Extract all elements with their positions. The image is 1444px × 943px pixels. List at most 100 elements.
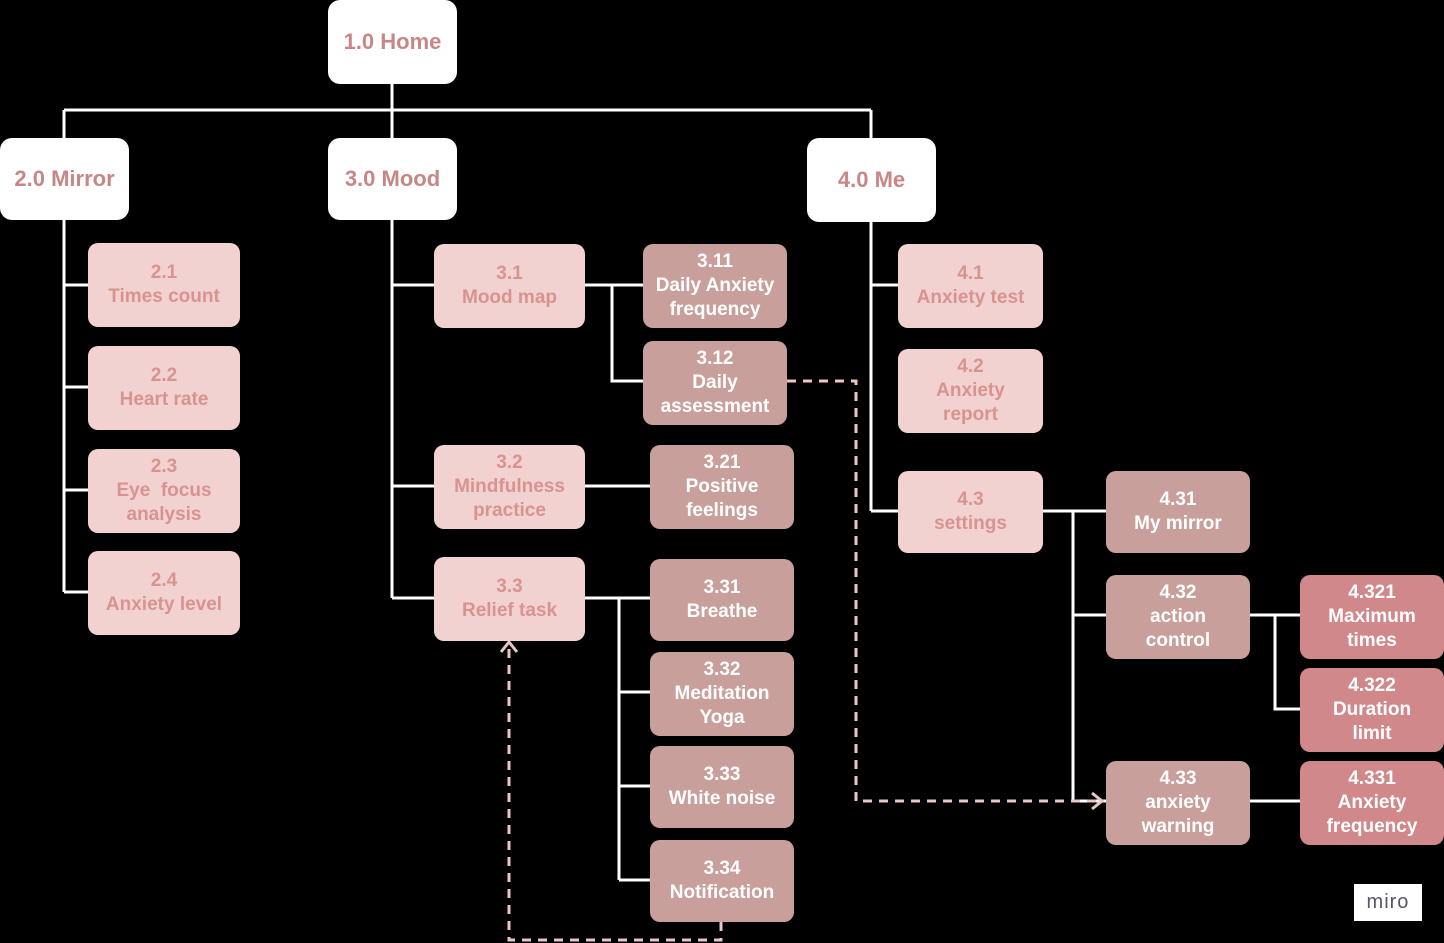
node-mood-map[interactable]: 3.1 Mood map	[434, 244, 585, 328]
node-label: settings	[934, 513, 1007, 534]
connector-settings-children	[1043, 509, 1106, 803]
node-label-line1: Maximum	[1328, 606, 1416, 627]
node-label-line1: action	[1150, 606, 1206, 627]
node-home[interactable]: 1.0 Home	[328, 0, 457, 84]
node-label-line2: assessment	[660, 396, 770, 417]
connector-actioncontrol-children	[1250, 613, 1300, 711]
node-duration-limit[interactable]: 4.322 Duration limit	[1300, 668, 1444, 752]
node-label: Mood	[381, 166, 441, 191]
node-label: Anxiety level	[105, 594, 223, 615]
node-label-line1: Mindfulness	[454, 476, 565, 497]
node-positive-feelings[interactable]: 3.21 Positive feelings	[650, 445, 794, 529]
node-my-mirror[interactable]: 4.31 My mirror	[1106, 471, 1250, 553]
node-white-noise[interactable]: 3.33 White noise	[650, 746, 794, 828]
node-mood[interactable]: 3.0 Mood	[328, 138, 457, 220]
node-anxiety-report[interactable]: 4.2 Anxiety report	[898, 349, 1043, 433]
node-heart-rate[interactable]: 2.2 Heart rate	[88, 346, 240, 430]
node-anxiety-test[interactable]: 4.1 Anxiety test	[898, 244, 1043, 328]
node-label: Relief task	[461, 600, 558, 621]
node-times-count[interactable]: 2.1 Times count	[88, 243, 240, 327]
connector-mood-children	[390, 220, 434, 600]
node-label-line2: times	[1347, 630, 1397, 651]
node-mindfulness-practice[interactable]: 3.2 Mindfulness practice	[434, 445, 585, 529]
node-id: 1.0	[343, 29, 375, 54]
connector-moodmap-children	[585, 283, 643, 383]
node-action-control[interactable]: 4.32 action control	[1106, 575, 1250, 659]
node-label-line1: Anxiety	[936, 380, 1005, 401]
node-label: My mirror	[1134, 513, 1222, 534]
node-label-line1: Daily Anxiety	[655, 275, 775, 296]
node-id: 3.1	[496, 263, 523, 284]
node-label-line1: anxiety	[1145, 792, 1211, 813]
node-anxiety-frequency[interactable]: 4.331 Anxiety frequency	[1300, 761, 1444, 845]
node-id: 4.331	[1348, 768, 1396, 789]
node-id: 4.0	[837, 167, 869, 192]
node-id: 2.0	[14, 166, 45, 191]
node-meditation-yoga[interactable]: 3.32 Meditation Yoga	[650, 652, 794, 736]
node-id: 2.1	[150, 262, 178, 283]
node-label-line2: limit	[1352, 723, 1392, 744]
node-label-line2: practice	[473, 500, 546, 521]
node-id: 4.322	[1348, 675, 1396, 696]
node-settings[interactable]: 4.3 settings	[898, 471, 1043, 553]
node-label: Mirror	[51, 166, 115, 191]
node-label-line2: feelings	[686, 500, 758, 521]
node-daily-assessment[interactable]: 3.12 Daily assessment	[643, 341, 787, 425]
node-id: 3.34	[703, 858, 741, 879]
node-label-line2: frequency	[669, 299, 761, 320]
node-anxiety-level[interactable]: 2.4 Anxiety level	[88, 551, 240, 635]
node-id: 3.32	[703, 659, 741, 680]
node-id: 4.3	[957, 489, 984, 510]
node-label-line1: Anxiety	[1337, 792, 1407, 813]
dashed-notification-to-relief	[507, 644, 723, 942]
connector-home-branches	[62, 84, 873, 138]
node-id: 2.3	[150, 456, 178, 477]
node-id: 3.0	[344, 166, 376, 191]
connector-relief-children	[585, 596, 650, 882]
node-id: 3.21	[703, 452, 741, 473]
node-label: Mood map	[462, 287, 557, 308]
node-mirror[interactable]: 2.0 Mirror	[0, 138, 129, 220]
node-label: Breathe	[686, 601, 758, 622]
dashed-assessment-to-warning	[787, 379, 1100, 803]
arrowhead-relief	[499, 639, 519, 653]
node-eye-focus-analysis[interactable]: 2.3 Eye focus analysis	[88, 449, 240, 533]
node-breathe[interactable]: 3.31 Breathe	[650, 559, 794, 641]
node-id: 3.31	[703, 577, 741, 598]
node-label: White noise	[668, 788, 776, 809]
node-label: Times count	[108, 286, 220, 307]
node-label-line2: warning	[1141, 816, 1215, 837]
node-label: Me	[874, 167, 906, 192]
connector-me-children	[869, 222, 898, 513]
node-label-line1: Daily	[692, 372, 738, 393]
node-relief-task[interactable]: 3.3 Relief task	[434, 557, 585, 641]
node-id: 3.2	[496, 452, 523, 473]
node-id: 2.2	[150, 365, 178, 386]
node-label: Heart rate	[119, 389, 209, 410]
node-label: Notification	[669, 882, 775, 903]
node-label: Home	[380, 29, 442, 54]
node-label-line1: Meditation	[674, 683, 770, 704]
node-label-line1: Positive	[685, 476, 759, 497]
node-id: 4.321	[1348, 582, 1396, 603]
node-anxiety-warning[interactable]: 4.33 anxiety warning	[1106, 761, 1250, 845]
node-id: 4.31	[1159, 489, 1197, 510]
node-label-line2: report	[943, 404, 998, 425]
connector-mirror-children	[62, 220, 88, 594]
node-label-line2: control	[1145, 630, 1211, 651]
node-id: 3.12	[696, 348, 734, 369]
node-id: 2.4	[150, 570, 178, 591]
arrowhead-warning	[1091, 791, 1105, 811]
node-label: Anxiety test	[916, 287, 1025, 308]
miro-watermark-logo: miro	[1354, 884, 1422, 921]
node-maximum-times[interactable]: 4.321 Maximum times	[1300, 575, 1444, 659]
node-id: 4.32	[1159, 582, 1197, 603]
node-daily-anxiety-frequency[interactable]: 3.11 Daily Anxiety frequency	[643, 244, 787, 328]
node-notification[interactable]: 3.34 Notification	[650, 840, 794, 922]
node-me[interactable]: 4.0 Me	[807, 138, 936, 222]
node-id: 4.33	[1159, 768, 1197, 789]
node-id: 3.3	[496, 576, 523, 597]
node-id: 4.1	[957, 263, 984, 284]
node-label-line2: analysis	[126, 504, 202, 525]
